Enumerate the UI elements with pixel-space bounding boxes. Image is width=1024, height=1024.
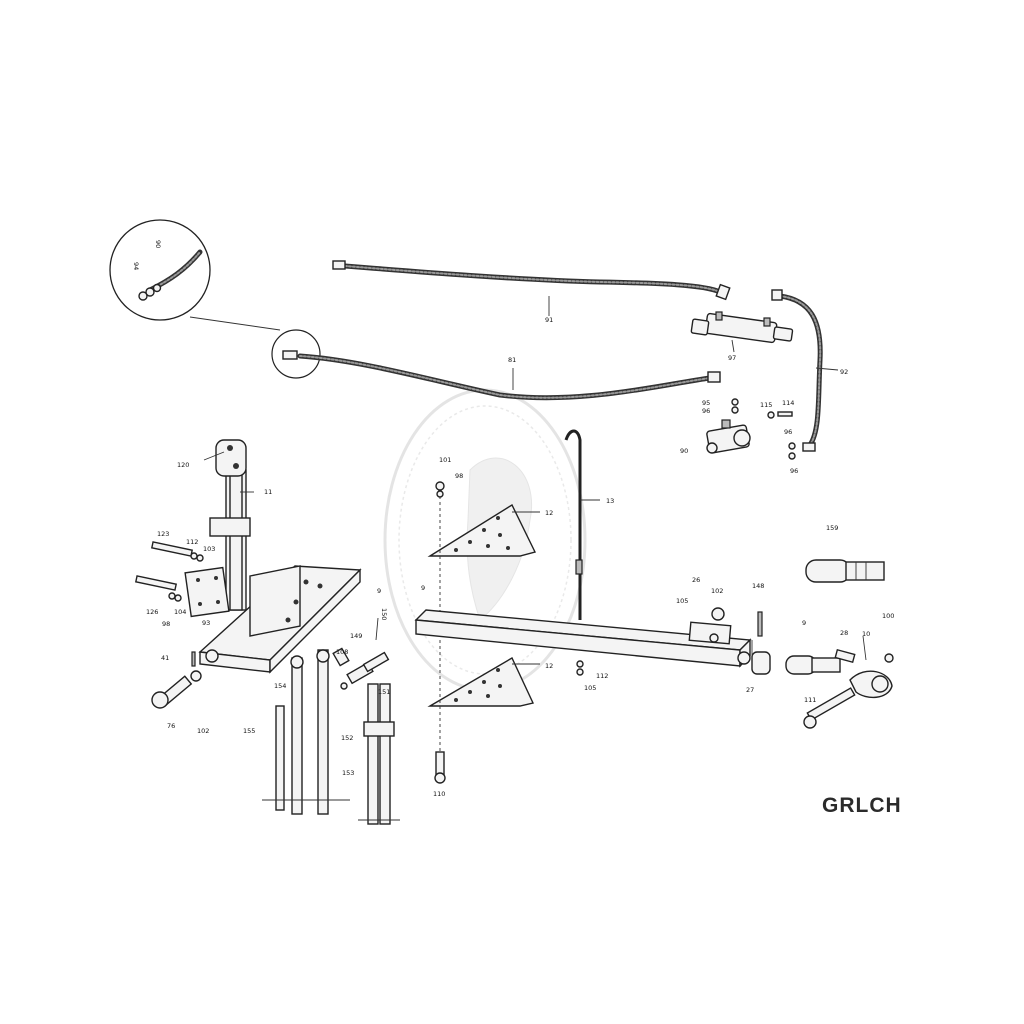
- frame-9-left: [198, 565, 362, 674]
- callout-115: 115: [760, 401, 772, 409]
- callout-148: 148: [752, 582, 764, 590]
- callouts: 90 94 91 81 97 92 95 96 115 114 90 96 96…: [132, 240, 894, 798]
- callout-105-b: 105: [676, 597, 688, 605]
- callout-11: 11: [264, 488, 272, 496]
- callout-81: 81: [508, 356, 516, 364]
- hydraulic-cylinder-97: [690, 311, 794, 344]
- pivot-10: [785, 648, 894, 729]
- post-11: [209, 439, 251, 611]
- callout-76: 76: [167, 722, 175, 730]
- callout-123: 123: [157, 530, 169, 538]
- bushing-27: [751, 611, 771, 675]
- callout-154: 154: [274, 682, 286, 690]
- callout-103: 103: [203, 545, 215, 553]
- model-code-label: GRLCH: [822, 794, 902, 817]
- callout-112-b: 112: [596, 672, 608, 680]
- straps: [262, 649, 350, 815]
- callout-96-a: 96: [702, 407, 710, 415]
- bolt-76: [151, 651, 202, 709]
- callout-110: 110: [433, 790, 445, 798]
- detail-source-circle: [271, 329, 321, 379]
- callout-95: 95: [702, 399, 710, 407]
- detail-circle: [109, 219, 211, 321]
- plate-93: [134, 541, 230, 618]
- callout-102-a: 102: [197, 727, 209, 735]
- callout-91: 91: [545, 316, 553, 324]
- callout-98-a: 98: [455, 472, 463, 480]
- callout-90-b: 90: [680, 447, 688, 455]
- callout-149: 149: [350, 632, 362, 640]
- callout-101: 101: [439, 456, 451, 464]
- callout-27: 27: [746, 686, 754, 694]
- callout-12-a: 12: [545, 509, 553, 517]
- callout-96-b: 96: [784, 428, 792, 436]
- callout-12-b: 12: [545, 662, 553, 670]
- leader-lines: [203, 296, 867, 665]
- callout-92: 92: [840, 368, 848, 376]
- hose-92: [771, 289, 823, 452]
- callout-111: 111: [804, 696, 816, 704]
- beam-9-right: [414, 607, 752, 676]
- callout-112-a: 112: [186, 538, 198, 546]
- callout-102-b: 102: [711, 587, 723, 595]
- callout-152: 152: [341, 734, 353, 742]
- callout-126: 126: [146, 608, 158, 616]
- hose-81: [282, 350, 721, 401]
- callout-10: 10: [862, 630, 870, 638]
- callout-96-c: 96: [790, 467, 798, 475]
- callout-153: 153: [342, 769, 354, 777]
- valve-block-90: [706, 398, 796, 460]
- tube-159: [805, 559, 885, 583]
- callout-114: 114: [782, 399, 794, 407]
- callout-98-b: 98: [162, 620, 170, 628]
- callout-151: 151: [378, 688, 390, 696]
- callout-41: 41: [161, 654, 169, 662]
- callout-94: 94: [132, 262, 140, 270]
- callout-97: 97: [728, 354, 736, 362]
- callout-93: 93: [202, 619, 210, 627]
- callout-26: 26: [692, 576, 700, 584]
- callout-9-a: 9: [377, 587, 381, 595]
- callout-155: 155: [243, 727, 255, 735]
- callout-120: 120: [177, 461, 189, 469]
- callout-150: 150: [380, 608, 388, 620]
- plate-12-lower: [427, 657, 535, 707]
- plate-12-upper: [427, 503, 537, 557]
- hose-91: [332, 260, 731, 301]
- lever-13: [564, 429, 583, 620]
- callout-9-c: 9: [802, 619, 806, 627]
- callout-159: 159: [826, 524, 838, 532]
- detail-zoom-group: [109, 219, 321, 379]
- callout-108: 108: [336, 648, 348, 656]
- callout-104: 104: [174, 608, 186, 616]
- callout-9-b: 9: [421, 584, 425, 592]
- bracket-151: [332, 647, 400, 825]
- callout-105-a: 105: [584, 684, 596, 692]
- callout-13: 13: [606, 497, 614, 505]
- callout-100: 100: [882, 612, 894, 620]
- callout-28: 28: [840, 629, 848, 637]
- callout-90: 90: [154, 240, 162, 248]
